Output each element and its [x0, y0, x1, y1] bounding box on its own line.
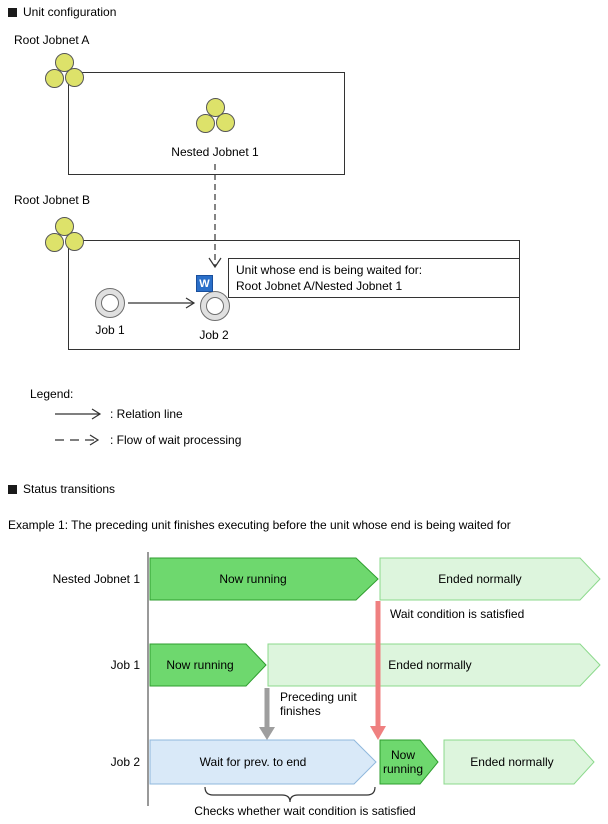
segment-job2-now-running	[379, 739, 439, 785]
preceding-finishes-arrow	[259, 688, 275, 740]
job1-icon	[95, 288, 125, 318]
wait-satisfied-arrow	[370, 601, 386, 740]
legend-wait-label: : Flow of wait processing	[110, 433, 242, 447]
example-caption: Example 1: The preceding unit finishes e…	[8, 518, 511, 532]
segment-nested-now-running	[149, 557, 379, 601]
brace	[204, 786, 376, 803]
callout-line-1: Unit whose end is being waited for:	[236, 263, 423, 277]
annotation-wait-satisfied: Wait condition is satisfied	[390, 607, 525, 621]
wait-badge-icon: W	[196, 275, 213, 292]
box-root-jobnet-a	[68, 72, 345, 175]
segment-job1-ended-normally	[267, 643, 601, 687]
legend-wait-flow-arrow-icon	[55, 434, 100, 446]
section-marker-icon	[8, 7, 17, 17]
callout-box: Unit whose end is being waited for: Root…	[228, 258, 520, 298]
job1-icon-inner	[101, 294, 119, 312]
segment-job1-now-running	[149, 643, 267, 687]
segment-label-job2-ended: Ended normally	[470, 755, 554, 769]
segment-label-nested-ended: Ended normally	[438, 572, 522, 586]
legend-relation-arrow-icon	[55, 408, 102, 420]
segment-label-nested-now-running: Now running	[219, 572, 287, 586]
jobnet-b-icon	[45, 217, 85, 253]
segment-label-job1-now-running: Now running	[166, 658, 234, 672]
section-header-status-transitions: Status transitions	[8, 482, 115, 496]
wait-flow-arrow	[208, 164, 222, 269]
segment-nested-ended-normally	[379, 557, 601, 601]
label-job-2: Job 2	[199, 328, 229, 342]
segment-job2-wait	[149, 739, 377, 785]
jobnet-a-icon	[45, 53, 85, 89]
nested-jobnet-icon	[196, 98, 236, 134]
segment-label-job2-now-running: Now running	[382, 748, 424, 776]
segment-label-job1-ended: Ended normally	[388, 658, 472, 672]
section-title: Unit configuration	[23, 5, 117, 19]
label-nested-jobnet-1: Nested Jobnet 1	[171, 145, 259, 159]
callout-line-2: Root Jobnet A/Nested Jobnet 1	[236, 279, 403, 293]
relation-arrow	[128, 297, 196, 309]
row-label-job-1: Job 1	[110, 658, 140, 672]
segment-job2-ended-normally	[443, 739, 595, 785]
label-root-jobnet-b: Root Jobnet B	[14, 193, 91, 207]
section-title: Status transitions	[23, 482, 116, 496]
legend-title: Legend:	[30, 387, 74, 401]
label-root-jobnet-a: Root Jobnet A	[14, 33, 90, 47]
segment-label-job2-wait: Wait for prev. to end	[199, 755, 307, 769]
section-marker-icon	[8, 484, 17, 494]
label-job-1: Job 1	[95, 323, 125, 337]
legend-relation-label: : Relation line	[110, 407, 183, 421]
job2-icon-inner	[206, 297, 224, 315]
row-label-nested-jobnet-1: Nested Jobnet 1	[52, 572, 140, 586]
job2-icon	[200, 291, 230, 321]
section-header-unit-config: Unit configuration	[8, 5, 116, 19]
row-label-job-2: Job 2	[110, 755, 140, 769]
brace-caption: Checks whether wait condition is satisfi…	[194, 804, 416, 818]
annotation-preceding-finishes: Preceding unit finishes	[280, 690, 357, 718]
